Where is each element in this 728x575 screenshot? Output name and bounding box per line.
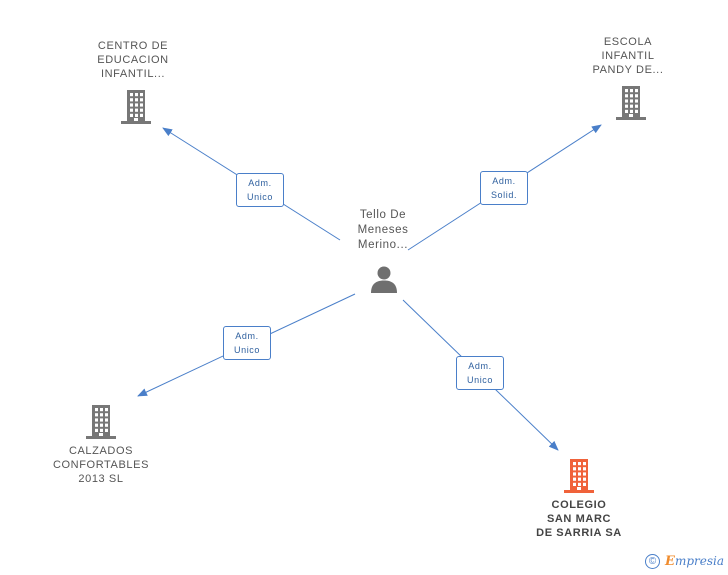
person-name-line: Tello De <box>359 209 407 221</box>
company-name-line: SAN MARC <box>546 513 612 525</box>
brand-logo[interactable]: Empresia <box>665 554 724 569</box>
company-name-line: COLEGIO <box>551 499 607 511</box>
building-icon[interactable] <box>615 85 647 121</box>
company-name-line: DE SARRIA SA <box>536 527 622 539</box>
person-name-line: Merino... <box>357 239 409 251</box>
relation-label-line: Adm. <box>248 178 272 188</box>
relation-label-line: Solid. <box>490 190 518 200</box>
person-name-line: Meneses <box>357 224 409 236</box>
company-name-line: CENTRO DE <box>97 40 169 52</box>
brand-logo-text: mpresia <box>674 553 724 568</box>
building-icon[interactable] <box>85 404 117 440</box>
building-icon[interactable] <box>563 458 595 494</box>
person-icon[interactable] <box>369 264 399 294</box>
brand-logo-initial: E <box>665 553 675 569</box>
relation-label-line: Unico <box>466 375 493 385</box>
company-label-escola[interactable]: ESCOLA INFANTIL PANDY DE... <box>578 35 678 77</box>
company-name-line: PANDY DE... <box>592 64 664 76</box>
person-name[interactable]: Tello De Meneses Merino... <box>333 208 433 253</box>
copyright-icon: © <box>645 553 661 569</box>
relation-label-line: Unico <box>246 192 273 202</box>
company-name-line: ESCOLA <box>603 36 653 48</box>
relation-label-line: Adm. <box>468 361 492 371</box>
company-name-line: CONFORTABLES <box>52 459 150 471</box>
company-name-line: CALZADOS <box>68 445 134 457</box>
relation-label-line: Adm. <box>492 176 516 186</box>
relation-label-line: Adm. <box>235 331 259 341</box>
company-label-colegio[interactable]: COLEGIO SAN MARC DE SARRIA SA <box>524 498 634 540</box>
footer-branding: © Empresia <box>645 551 724 571</box>
company-label-calzados[interactable]: CALZADOS CONFORTABLES 2013 SL <box>48 444 154 486</box>
company-name-line: INFANTIL... <box>100 68 166 80</box>
relation-label[interactable]: Adm. Solid. <box>480 171 528 205</box>
company-name-line: EDUCACION <box>97 54 169 66</box>
company-name-line: INFANTIL <box>601 50 655 62</box>
relation-label[interactable]: Adm. Unico <box>223 326 271 360</box>
relation-label[interactable]: Adm. Unico <box>456 356 504 390</box>
company-label-centro[interactable]: CENTRO DE EDUCACION INFANTIL... <box>83 39 183 81</box>
company-name-line: 2013 SL <box>78 473 124 485</box>
relation-label-line: Unico <box>233 345 260 355</box>
building-icon[interactable] <box>120 89 152 125</box>
relation-label[interactable]: Adm. Unico <box>236 173 284 207</box>
